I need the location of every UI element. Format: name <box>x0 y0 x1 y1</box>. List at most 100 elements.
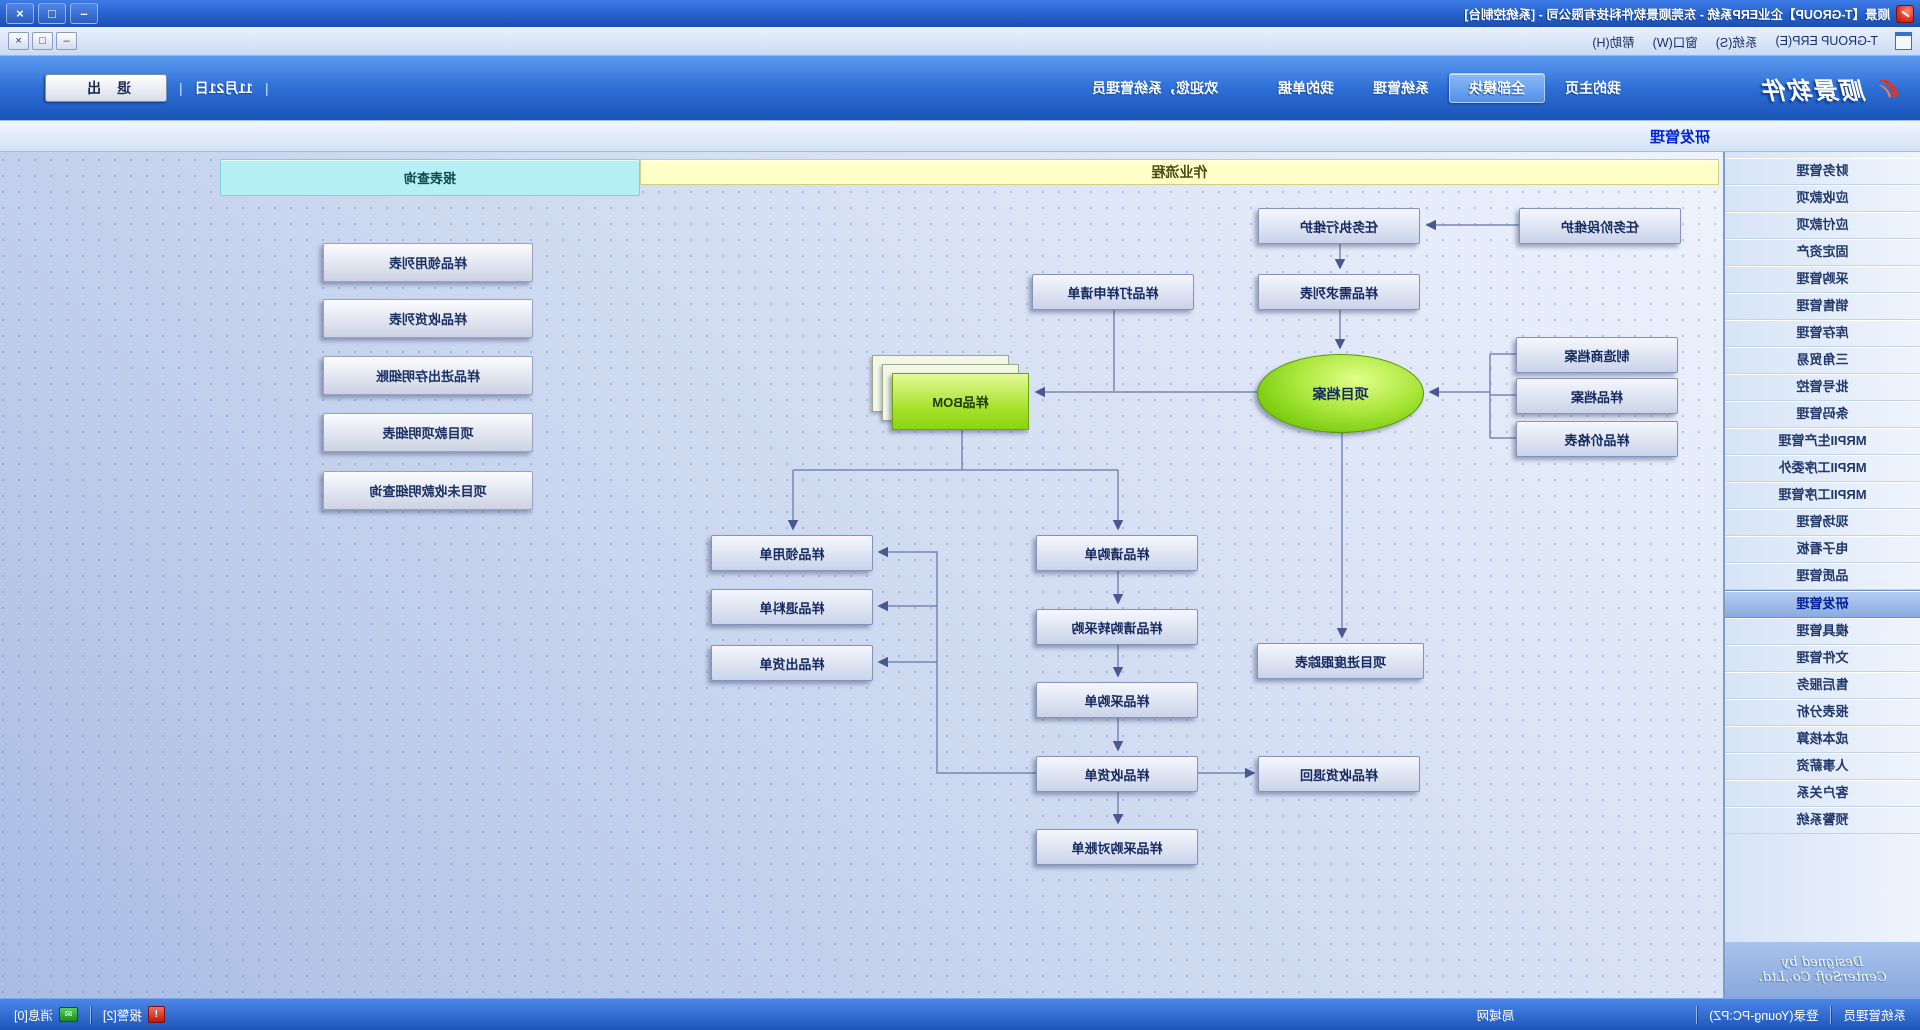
report-button-2[interactable]: 样品进出存明细账 <box>323 356 533 395</box>
app-logo-icon <box>1896 4 1914 23</box>
flow-node-requisition-to-purchase[interactable]: 样品请购转采购 <box>1036 609 1198 645</box>
message-icon: ✉ <box>58 1007 78 1022</box>
status-network: 局域网 <box>1476 1009 1515 1023</box>
flow-node-receiving[interactable]: 样品收货单 <box>1036 756 1198 792</box>
flow-node-project-archive[interactable]: 项目档案 <box>1257 354 1424 433</box>
sidebar-items: 财务管理应收款项应付款项固定资产采购管理销售管理库存管理三角贸易批号管控条码管理… <box>1725 152 1920 834</box>
nav-separator: | <box>179 80 183 96</box>
menu-tgroup-erp[interactable]: T-GROUP ERP(E) <box>1775 34 1878 48</box>
sidebar-item-22[interactable]: 人事薪资 <box>1725 753 1920 780</box>
status-separator <box>1830 1005 1832 1024</box>
mdi-close-button[interactable]: × <box>8 32 29 50</box>
flow-node-sample-shipment[interactable]: 样品出货单 <box>711 645 873 681</box>
sidebar-item-12[interactable]: MRPII工序管理 <box>1725 482 1920 509</box>
designed-by-line2: CenterSoft Co.,Ltd. <box>1758 970 1887 985</box>
sidebar-footer: Designed by CenterSoft Co.,Ltd. <box>1725 942 1920 998</box>
menu-window[interactable]: 窗口(W) <box>1652 35 1698 50</box>
page-strip: 研发管理 <box>0 121 1920 152</box>
tab-all-modules[interactable]: 全部模块 <box>1449 73 1545 103</box>
report-button-1[interactable]: 样品收货列表 <box>323 299 533 338</box>
title-bar: 顺景【T-GROUP】企业ERP系统 - 东莞顺景软件科技有限公司 - [系统控… <box>0 0 1920 27</box>
report-button-4[interactable]: 项目未收款明细查询 <box>323 471 533 510</box>
sidebar-item-23[interactable]: 客户关系 <box>1725 780 1920 807</box>
sidebar-item-15[interactable]: 品质管理 <box>1725 563 1920 590</box>
sidebar-item-11[interactable]: MRPII工序委外 <box>1725 455 1920 482</box>
sidebar-item-0[interactable]: 财务管理 <box>1725 158 1920 185</box>
flow-node-receiving-return[interactable]: 样品收货退回 <box>1258 756 1420 792</box>
menu-help[interactable]: 帮助(H) <box>1592 35 1635 50</box>
status-bar: 系统管理员 登录(Young-PC:PZ) 局域网 ! 报警[2] ✉ 消息[0… <box>0 998 1920 1030</box>
message-label: 消息[0] <box>14 1009 53 1023</box>
sidebar-item-1[interactable]: 应收款项 <box>1725 185 1920 212</box>
nav-right-group: | 11月21日 | 退 出 <box>0 74 269 102</box>
brand-name: 顺景软件 <box>1762 77 1866 105</box>
menu-system[interactable]: 系统(S) <box>1715 35 1758 50</box>
sidebar-item-14[interactable]: 电子看板 <box>1725 536 1920 563</box>
bom-front[interactable]: 样品BOM <box>892 373 1029 430</box>
brand-logo-icon <box>1878 79 1899 98</box>
sidebar-item-19[interactable]: 售后服务 <box>1725 672 1920 699</box>
sidebar: 财务管理应收款项应付款项固定资产采购管理销售管理库存管理三角贸易批号管控条码管理… <box>1723 152 1920 998</box>
sidebar-item-3[interactable]: 固定资产 <box>1725 239 1920 266</box>
status-user: 系统管理员 <box>1843 1009 1906 1023</box>
status-separator <box>89 1005 91 1024</box>
flow-node-sample-issue[interactable]: 样品领用单 <box>711 535 873 571</box>
flow-node-sample-apply[interactable]: 样品打样申请单 <box>1032 274 1194 310</box>
flow-node-sample-bom[interactable]: 样品BOM <box>871 355 1029 430</box>
sidebar-item-13[interactable]: 现场管理 <box>1725 509 1920 536</box>
sidebar-item-8[interactable]: 批号管控 <box>1725 374 1920 401</box>
flow-node-sample-archive[interactable]: 样品档案 <box>1516 378 1678 414</box>
flow-canvas <box>0 152 1723 998</box>
flow-node-sample-return-material[interactable]: 样品退料单 <box>711 589 873 625</box>
report-button-3[interactable]: 项目款项明细表 <box>323 413 533 452</box>
window-title: 顺景【T-GROUP】企业ERP系统 - 东莞顺景软件科技有限公司 - [系统控… <box>1464 8 1890 22</box>
close-button[interactable]: × <box>6 3 34 24</box>
status-alarm[interactable]: ! 报警[2] <box>103 1005 165 1024</box>
flow-node-sample-requisition[interactable]: 样品请购单 <box>1036 535 1198 571</box>
exit-button[interactable]: 退 出 <box>45 74 167 102</box>
flow-node-task-stage[interactable]: 任务阶段维护 <box>1519 208 1681 244</box>
sidebar-item-16[interactable]: 研发管理 <box>1725 590 1920 618</box>
mdi-window-controls: – □ × <box>8 32 77 50</box>
sidebar-item-5[interactable]: 销售管理 <box>1725 293 1920 320</box>
sidebar-item-9[interactable]: 条码管理 <box>1725 401 1920 428</box>
sidebar-item-10[interactable]: MRPII生产管理 <box>1725 428 1920 455</box>
flow-node-sample-price[interactable]: 样品价格表 <box>1516 421 1678 457</box>
tab-my-documents[interactable]: 我的单据 <box>1278 80 1334 96</box>
flow-node-manufacturer[interactable]: 制造商档案 <box>1516 337 1678 373</box>
report-button-0[interactable]: 样品领用列表 <box>323 243 533 282</box>
status-login: 登录(Young-PC:PZ) <box>1709 1009 1819 1023</box>
mdi-child-window-icon <box>1895 32 1912 50</box>
flow-node-purchase-statement[interactable]: 样品采购对账单 <box>1036 829 1198 865</box>
flow-node-purchase-order[interactable]: 样品采购单 <box>1036 682 1198 718</box>
mdi-minimize-button[interactable]: – <box>56 32 77 50</box>
menu-bar: T-GROUP ERP(E) 系统(S) 窗口(W) 帮助(H) – □ × <box>0 27 1920 56</box>
sidebar-item-6[interactable]: 库存管理 <box>1725 320 1920 347</box>
alarm-label: 报警[2] <box>102 1009 142 1023</box>
flow-node-task-exec[interactable]: 任务执行维护 <box>1258 208 1420 244</box>
sidebar-item-17[interactable]: 模具管理 <box>1725 618 1920 645</box>
page-title: 研发管理 <box>1649 128 1710 146</box>
sidebar-item-20[interactable]: 报表分析 <box>1725 699 1920 726</box>
sidebar-item-2[interactable]: 应付款项 <box>1725 212 1920 239</box>
mdi-restore-button[interactable]: □ <box>32 32 53 50</box>
status-message[interactable]: ✉ 消息[0] <box>14 1005 78 1024</box>
flow-node-sample-demand[interactable]: 样品需求列表 <box>1258 274 1420 310</box>
sidebar-item-21[interactable]: 成本核算 <box>1725 726 1920 753</box>
alarm-icon: ! <box>147 1006 165 1023</box>
nav-tabs: 我的主页 全部模块 系统管理 我的单据 <box>1259 73 1640 103</box>
welcome-text: 欢迎您，系统管理员 <box>1092 80 1218 96</box>
sidebar-item-24[interactable]: 预警系统 <box>1725 807 1920 834</box>
tab-my-home[interactable]: 我的主页 <box>1565 80 1621 96</box>
designed-by-line1: Designed by <box>1781 955 1864 970</box>
minimize-button[interactable]: – <box>70 3 98 24</box>
sidebar-item-4[interactable]: 采购管理 <box>1725 266 1920 293</box>
nav-bar: 顺景软件 我的主页 全部模块 系统管理 我的单据 欢迎您，系统管理员 | 11月… <box>0 56 1920 121</box>
process-band: 作业流程 <box>640 159 1719 185</box>
tab-system-admin[interactable]: 系统管理 <box>1373 80 1429 96</box>
sidebar-item-7[interactable]: 三角贸易 <box>1725 347 1920 374</box>
maximize-button[interactable]: □ <box>38 3 66 24</box>
sidebar-item-18[interactable]: 文件管理 <box>1725 645 1920 672</box>
flow-node-progress-tracking[interactable]: 项目进度跟踪表 <box>1257 643 1424 679</box>
